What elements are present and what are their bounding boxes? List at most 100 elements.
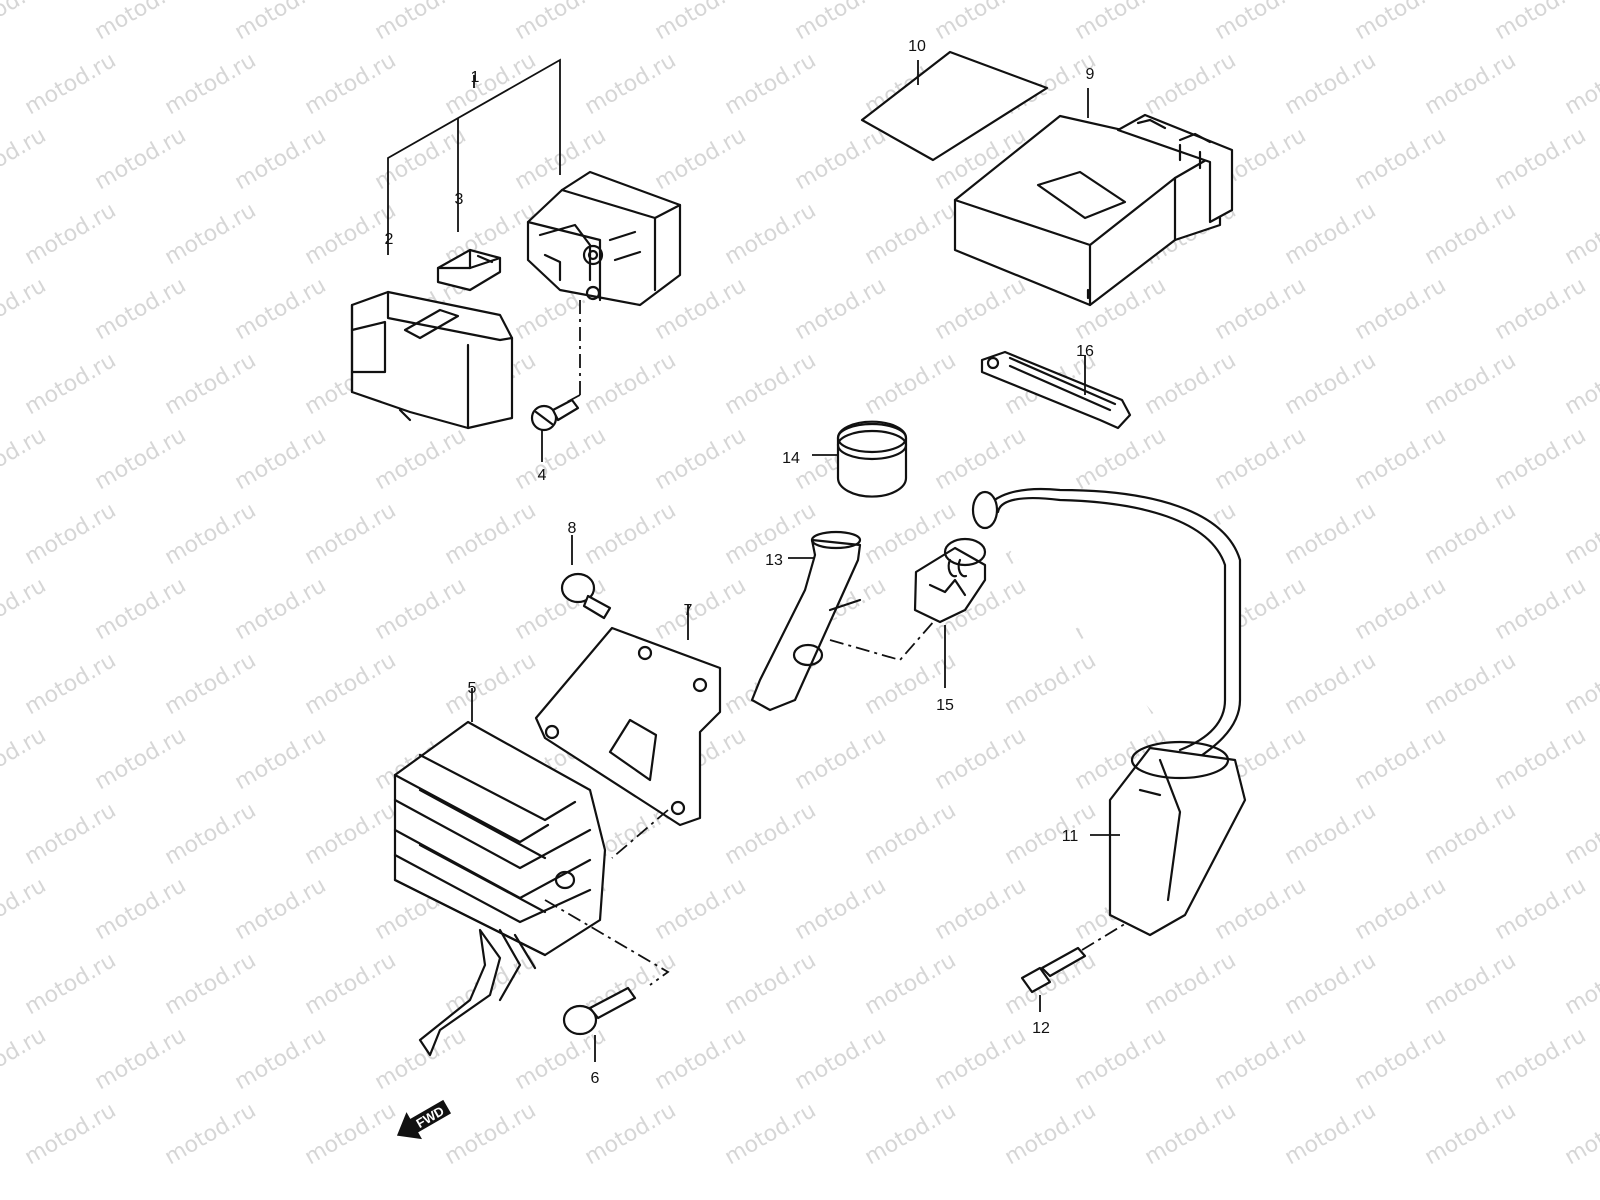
watermark-text: motod.ru [1281,798,1381,870]
watermark-text: motod.ru [1561,498,1600,570]
watermark-text: motod.ru [1211,1023,1311,1095]
part-number-6: 6 [591,1070,600,1087]
watermark-text: motod.ru [21,48,121,120]
plug-boot-13 [750,530,862,712]
watermark-text: motod.ru [1421,798,1521,870]
watermark-text: motod.ru [861,948,961,1020]
part-number-11: 11 [1062,828,1079,845]
watermark-text: motod.ru [721,948,821,1020]
watermark-text: motod.ru [0,723,50,795]
watermark-text: motod.ru [511,423,611,495]
watermark-text: motod.ru [371,423,471,495]
ignition-coil [971,488,1247,937]
watermark-text: motod.ru [21,198,121,270]
watermark-text: motod.ru [231,423,331,495]
watermark-text: motod.ru [91,273,191,345]
watermark-text: motod.ru [791,1023,891,1095]
watermark-text: motod.ru [1421,348,1521,420]
bolt-6 [562,986,637,1036]
watermark-text: motod.ru [1351,0,1451,45]
watermark-text: motod.ru [301,798,401,870]
watermark-text: motod.ru [91,723,191,795]
watermark-text: motod.ru [1351,123,1451,195]
watermark-text: motod.ru [791,723,891,795]
watermark-text: motod.ru [511,0,611,45]
part-number-16: 16 [1076,343,1094,360]
watermark-text: motod.ru [931,273,1031,345]
part-number-13: 13 [765,552,783,569]
watermark-text: motod.ru [91,573,191,645]
fuse-holder [526,170,682,307]
watermark-text: motod.ru [1491,273,1591,345]
watermark-text: motod.ru [861,348,961,420]
watermark-text: motod.ru [231,723,331,795]
watermark-text: motod.ru [161,198,261,270]
watermark-text: motod.ru [1561,198,1600,270]
watermark-text: motod.ru [231,123,331,195]
watermark-text: motod.ru [1421,48,1521,120]
plug-cap-15 [913,537,987,624]
part-number-4: 4 [538,467,547,484]
watermark-text: motod.ru [1351,873,1451,945]
watermark-text: motod.ru [581,348,681,420]
part-number-15: 15 [936,697,954,714]
watermark-text: motod.ru [161,348,261,420]
watermark-text: motod.ru [371,0,471,45]
watermark-text: motod.ru [231,573,331,645]
watermark-text: motod.ru [21,348,121,420]
watermark-text: motod.ru [1561,348,1600,420]
regulator-bracket [534,626,722,827]
cable-clamp [980,350,1132,430]
watermark-text: motod.ru [581,498,681,570]
watermark-text: motod.ru [1141,348,1241,420]
watermark-text: motod.ru [231,0,331,45]
watermark-text: motod.ru [1141,48,1241,120]
part-number-12: 12 [1032,1020,1050,1037]
watermark-text: motod.ru [91,873,191,945]
watermark-text: motod.ru [791,123,891,195]
ecm-unit [953,113,1234,307]
watermark-text: motod.ru [1281,48,1381,120]
watermark-text: motod.ru [231,273,331,345]
watermark-text: motod.ru [371,1023,471,1095]
watermark-text: motod.ru [1561,1098,1600,1170]
watermark-text: motod.ru [0,873,50,945]
bolt-4 [530,398,580,432]
watermark-text: motod.ru [721,198,821,270]
watermark-text: motod.ru [371,123,471,195]
watermark-text: motod.ru [861,798,961,870]
watermark-text: motod.ru [441,48,541,120]
watermark-text: motod.ru [931,0,1031,45]
watermark-text: motod.ru [0,573,50,645]
watermark-text: motod.ru [1211,273,1311,345]
watermark-text: motod.ru [721,48,821,120]
watermark-text: motod.ru [861,1098,961,1170]
watermark-text: motod.ru [791,0,891,45]
watermark-text: motod.ru [91,1023,191,1095]
watermark-text: motod.ru [931,423,1031,495]
watermark-text: motod.ru [91,423,191,495]
watermark-text: motod.ru [1281,348,1381,420]
watermark-text: motod.ru [1561,48,1600,120]
watermark-text: motod.ru [791,873,891,945]
watermark-text: motod.ru [1421,948,1521,1020]
watermark-text: motod.ru [1281,1098,1381,1170]
watermark-text: motod.ru [1211,423,1311,495]
watermark-text: motod.ru [1071,1023,1171,1095]
watermark-text: motod.ru [0,423,50,495]
watermark-text: motod.ru [1071,0,1171,45]
watermark-text: motod.ru [1421,198,1521,270]
watermark-text: motod.ru [1421,1098,1521,1170]
ecm-label-sheet [860,50,1049,162]
fuse-box-cover [350,290,514,430]
watermark-text: motod.ru [1351,273,1451,345]
watermark-text: motod.ru [1491,423,1591,495]
part-number-7: 7 [684,602,693,619]
watermark-text: motod.ru [1211,873,1311,945]
regulator-rectifier [393,720,607,1057]
watermark-text: motod.ru [301,48,401,120]
watermark-text: motod.ru [301,1098,401,1170]
part-number-5: 5 [468,680,477,697]
